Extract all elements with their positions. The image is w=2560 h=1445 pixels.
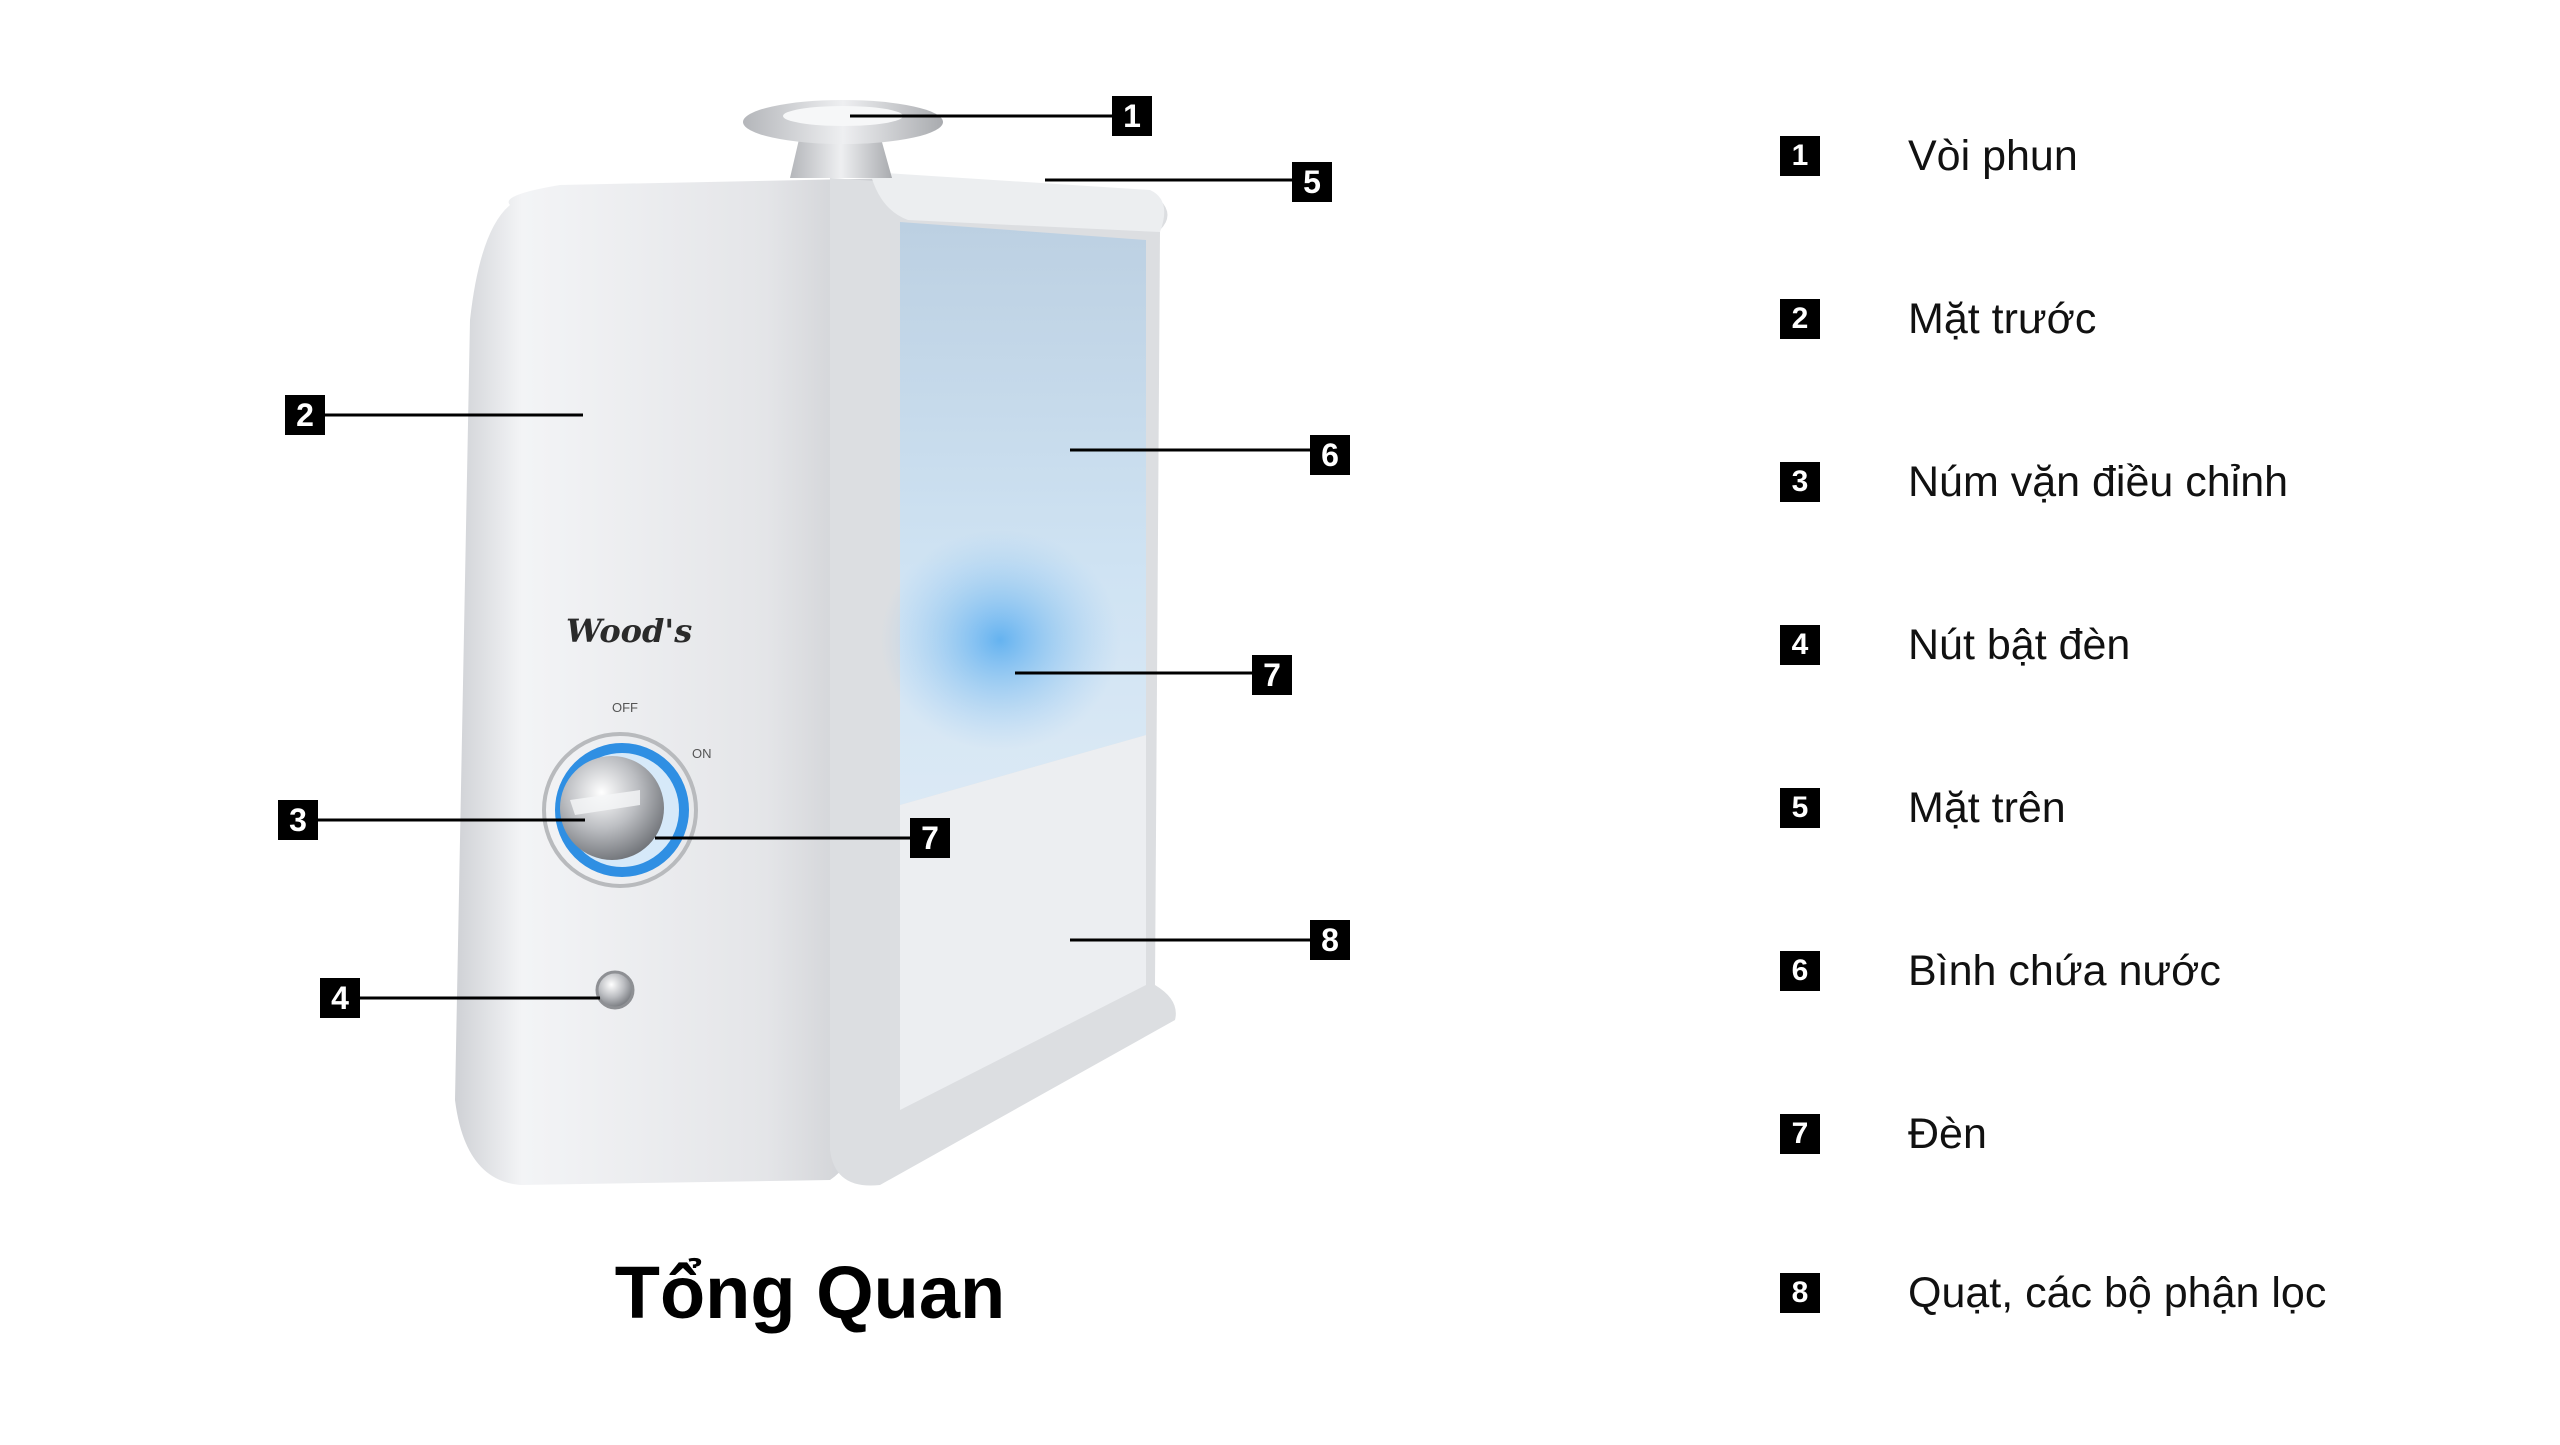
callout-1: 1 <box>1112 96 1152 136</box>
legend-item-6: 6 Bình chứa nước <box>1780 941 2540 1001</box>
legend-item-3: 3 Núm vặn điều chỉnh <box>1780 452 2540 512</box>
callout-6: 6 <box>1310 435 1350 475</box>
legend-label: Núm vặn điều chỉnh <box>1908 458 2289 506</box>
top-panel <box>870 172 1165 232</box>
humidifier-diagram: Wood's OFF ON 1 5 2 6 3 7 7 4 8 <box>278 96 1350 1186</box>
lamp-glow <box>880 530 1120 750</box>
legend-number: 3 <box>1780 462 1820 502</box>
legend-item-4: 4 Nút bật đèn <box>1780 615 2540 675</box>
legend-label: Bình chứa nước <box>1908 947 2221 995</box>
dial-outer-ring <box>542 732 698 888</box>
legend-number: 8 <box>1780 1273 1820 1313</box>
brand-logo: Wood's <box>566 612 693 650</box>
legend-item-1: 1 Vòi phun <box>1780 126 2540 186</box>
legend-number: 2 <box>1780 299 1820 339</box>
dial-label-off: OFF <box>612 700 638 715</box>
page-title: Tổng Quan <box>614 1251 1006 1334</box>
legend-number: 4 <box>1780 625 1820 665</box>
legend-item-8: 8 Quạt, các bộ phận lọc <box>1780 1263 2540 1323</box>
callout-7-dial: 7 <box>910 818 950 858</box>
front-panel <box>455 178 900 1185</box>
callout-3: 3 <box>278 800 318 840</box>
light-button <box>595 970 635 1010</box>
legend-label: Vòi phun <box>1908 132 2078 180</box>
base-unit <box>900 735 1146 1110</box>
nozzle-stem <box>790 135 892 178</box>
legend-item-2: 2 Mặt trước <box>1780 289 2540 349</box>
legend-item-7: 7 Đèn <box>1780 1104 2540 1164</box>
callout-8: 8 <box>1310 920 1350 960</box>
legend-number: 7 <box>1780 1114 1820 1154</box>
legend-number: 5 <box>1780 788 1820 828</box>
dial-label-on: ON <box>692 746 712 761</box>
legend-label: Mặt trên <box>1908 784 2066 832</box>
leader-lines <box>315 114 1310 1000</box>
parts-legend: 1 Vòi phun 2 Mặt trước 3 Núm vặn điều ch… <box>1780 0 2540 1440</box>
humidifier-illustration <box>315 100 1310 1186</box>
legend-label: Mặt trước <box>1908 295 2097 343</box>
legend-number: 6 <box>1780 951 1820 991</box>
callout-2: 2 <box>285 395 325 435</box>
legend-label: Đèn <box>1908 1110 1987 1158</box>
legend-number: 1 <box>1780 136 1820 176</box>
callout-4: 4 <box>320 978 360 1018</box>
legend-label: Nút bật đèn <box>1908 621 2131 669</box>
legend-item-5: 5 Mặt trên <box>1780 778 2540 838</box>
legend-label: Quạt, các bộ phận lọc <box>1908 1269 2327 1317</box>
callout-7-lamp: 7 <box>1252 655 1292 695</box>
callout-5: 5 <box>1292 162 1332 202</box>
